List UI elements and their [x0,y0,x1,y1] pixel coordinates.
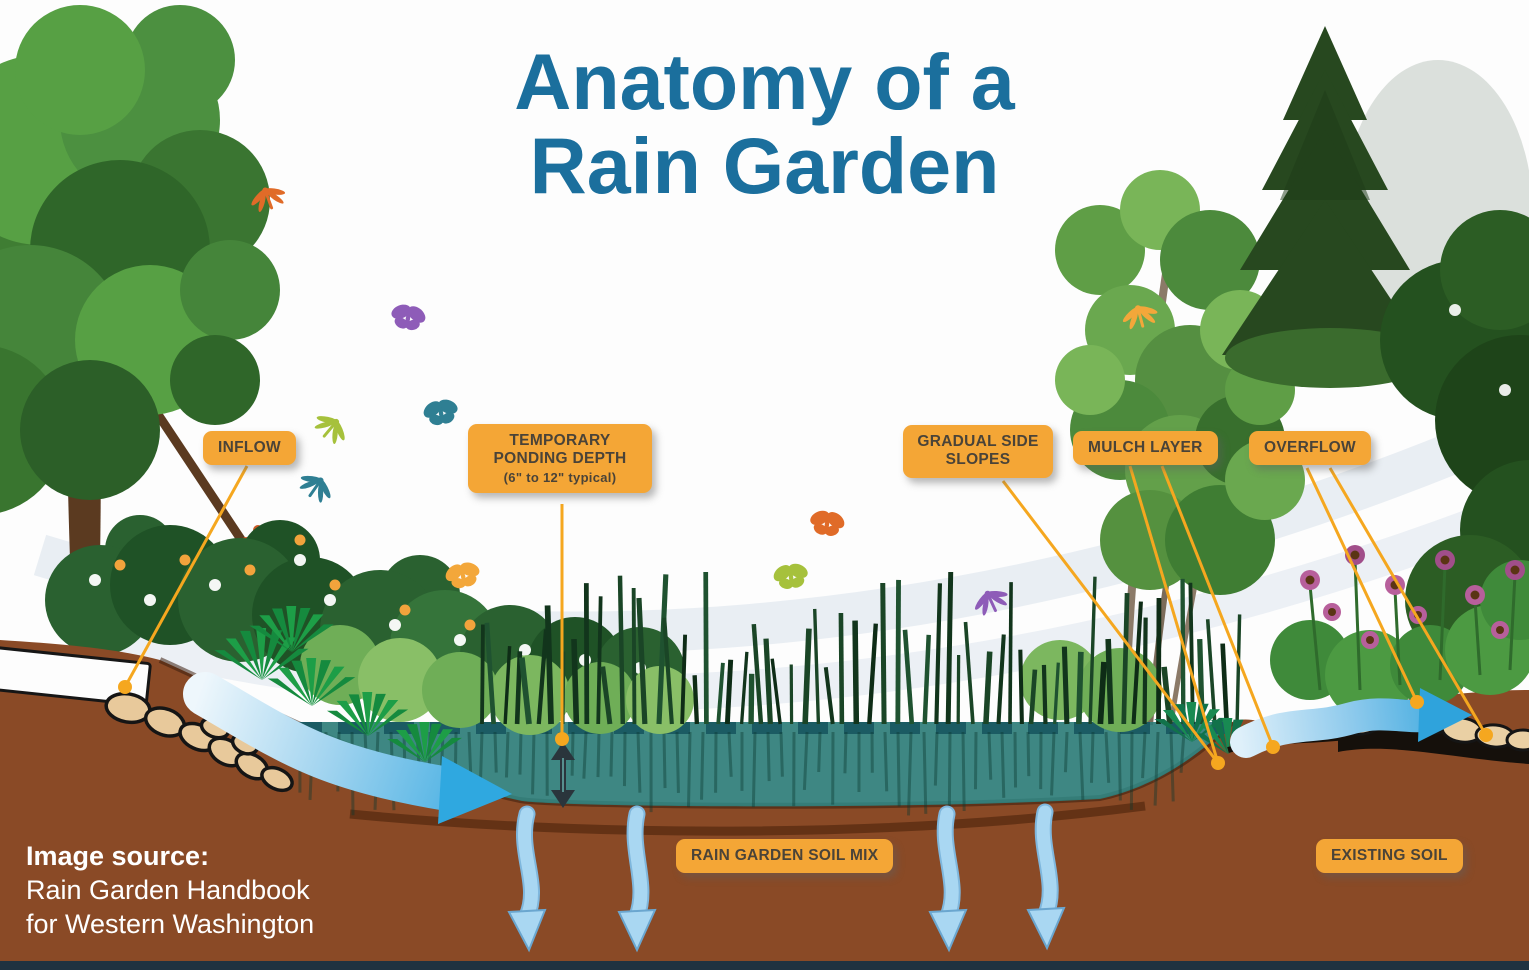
leader-dot-mulch [1266,740,1280,754]
leader-line-side-slopes [1001,480,1220,764]
inflow-rocks [104,691,294,793]
ponding-depth-arrow [551,742,575,808]
grass-clumps-left [214,606,462,762]
callout-temporary-ponding-depth-label: TEMPORARY PONDING DEPTH [493,432,627,468]
leader-line-overflow-2 [1328,467,1488,736]
coneflowers [1300,545,1525,649]
conifer-tree [1222,26,1435,388]
callout-existing-soil: EXISTING SOIL [1316,839,1463,874]
image-source-credit: Image source: Rain Garden Handbook for W… [26,839,314,941]
soil [0,640,1529,970]
callout-temporary-ponding-depth-sub: (6" to 12" typical) [503,469,617,485]
page-title-line2: Rain Garden [529,120,1000,210]
callout-rain-garden-soil-mix: RAIN GARDEN SOIL MIX [676,839,894,874]
overflow-arrow [1230,688,1472,758]
leader-dot-ponding [555,732,569,746]
callout-mulch-layer: MULCH LAYER [1073,431,1218,466]
page-title-line1: Anatomy of a [514,37,1015,126]
leader-line-mulch-2 [1160,465,1275,748]
bottom-bar [0,961,1529,970]
callout-temporary-ponding-depth: TEMPORARY PONDING DEPTH (6" to 12" typic… [468,424,652,493]
callout-gradual-side-slopes: GRADUAL SIDE SLOPES [903,425,1053,478]
leader-dot-side-slopes [1211,756,1225,770]
callout-overflow: OVERFLOW [1249,431,1371,466]
image-source-line2: for Western Washington [26,909,315,940]
leader-dot-overflow-1 [1410,695,1424,709]
inflow-pipe [0,645,152,707]
inflow-arrow [183,672,512,824]
infiltration-arrows [507,803,1066,953]
callout-inflow: INFLOW [203,431,296,466]
image-source-heading: Image source: [26,841,210,871]
left-tree [0,5,280,560]
leader-dot-inflow [118,680,132,694]
leader-line-overflow-1 [1305,467,1419,703]
leader-dot-overflow-2 [1479,728,1493,742]
leader-line-mulch-1 [1128,465,1220,764]
leader-line-inflow [123,465,249,688]
image-source-line1: Rain Garden Handbook [26,875,310,906]
ponded-water [285,722,1232,807]
page-title: Anatomy of a Rain Garden [0,40,1529,207]
